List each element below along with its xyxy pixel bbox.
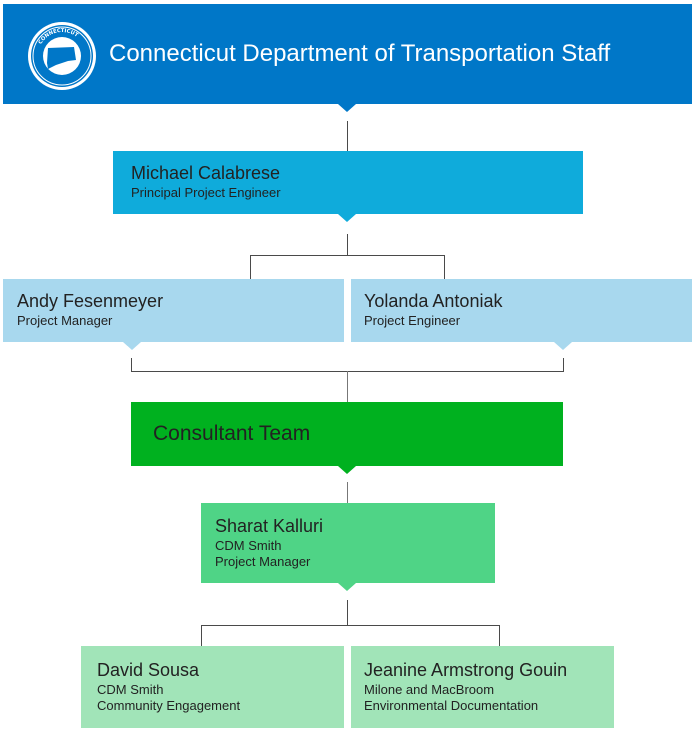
org-node-environmental-documentation: Jeanine Armstrong Gouin Milone and MacBr… xyxy=(351,646,614,728)
connector-line xyxy=(347,482,348,503)
header-banner: CONNECTICUT Connecticut Department of Tr… xyxy=(3,4,692,104)
node-pointer xyxy=(338,583,356,591)
connector-line xyxy=(250,255,445,256)
node-pointer xyxy=(554,342,572,350)
node-name: Andy Fesenmeyer xyxy=(17,291,164,311)
node-role: Principal Project Engineer xyxy=(131,185,281,200)
node-role: Project Manager xyxy=(215,554,311,569)
node-name: Sharat Kalluri xyxy=(215,516,324,536)
node-name: Jeanine Armstrong Gouin xyxy=(364,660,568,680)
node-name: Yolanda Antoniak xyxy=(364,291,503,311)
header-pointer xyxy=(338,104,356,112)
node-role: Project Manager xyxy=(17,313,113,328)
section-title: Consultant Team xyxy=(153,422,311,445)
org-node-project-manager: Andy Fesenmeyer Project Manager xyxy=(3,279,344,342)
connector-line xyxy=(347,234,348,255)
org-node-project-engineer: Yolanda Antoniak Project Engineer xyxy=(351,279,692,342)
org-node-consultant-team: Consultant Team xyxy=(131,402,563,466)
connector-line xyxy=(201,625,202,646)
org-node-community-engagement: David Sousa CDM Smith Community Engageme… xyxy=(81,646,344,728)
connector-line xyxy=(131,358,132,372)
ctdot-seal-icon: CONNECTICUT xyxy=(28,22,96,90)
connector-line xyxy=(499,625,500,646)
org-node-principal-engineer: Michael Calabrese Principal Project Engi… xyxy=(113,151,583,214)
connector-line xyxy=(347,600,348,625)
node-pointer xyxy=(338,466,356,474)
connector-line xyxy=(444,255,445,279)
connector-line xyxy=(250,255,251,279)
connector-line xyxy=(347,371,348,402)
node-name: Michael Calabrese xyxy=(131,163,281,183)
node-role: Project Engineer xyxy=(364,313,461,328)
connector-line xyxy=(201,625,500,626)
node-pointer xyxy=(123,342,141,350)
node-name: David Sousa xyxy=(97,660,200,680)
node-firm: Milone and MacBroom xyxy=(364,682,495,697)
node-pointer xyxy=(338,214,356,222)
node-role: Environmental Documentation xyxy=(364,698,539,713)
node-firm: CDM Smith xyxy=(215,538,282,553)
node-firm: CDM Smith xyxy=(97,682,164,697)
org-node-consultant-lead: Sharat Kalluri CDM Smith Project Manager xyxy=(201,503,495,583)
header-title: Connecticut Department of Transportation… xyxy=(109,40,611,67)
connector-line xyxy=(347,121,348,151)
connector-line xyxy=(563,358,564,372)
node-role: Community Engagement xyxy=(97,698,241,713)
